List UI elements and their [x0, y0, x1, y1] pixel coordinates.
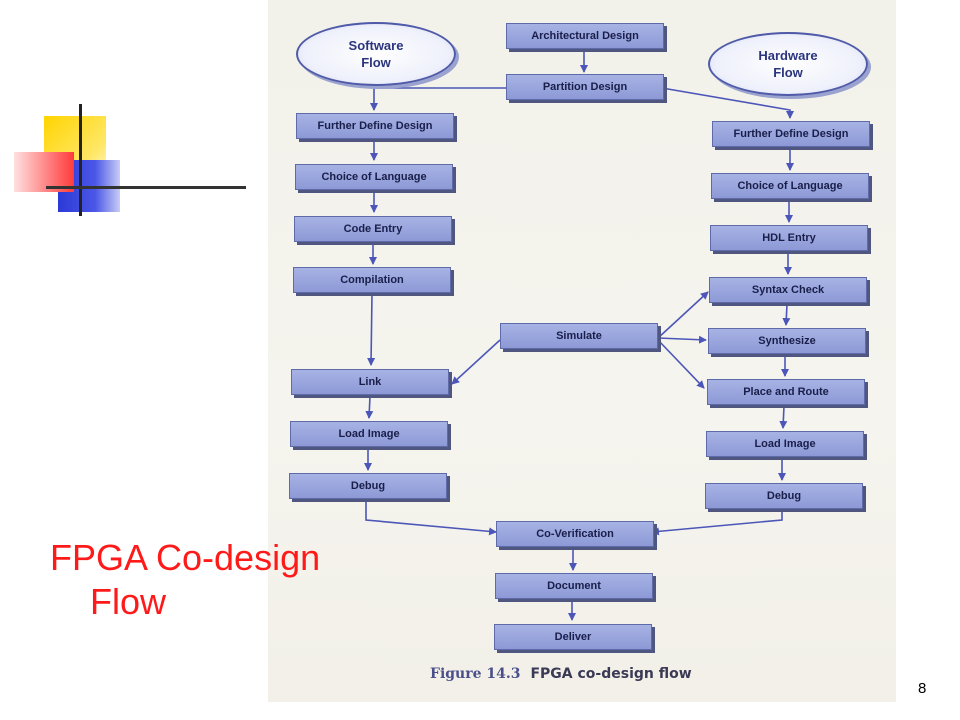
- software-oval-line2: Flow: [361, 55, 391, 70]
- sw-further-define-design-box: Further Define Design: [296, 113, 454, 139]
- hw-synthesize-box: Synthesize: [708, 328, 866, 354]
- document-box: Document: [495, 573, 653, 599]
- deliver-box: Deliver: [494, 624, 652, 650]
- hw-debug-box: Debug: [705, 483, 863, 509]
- architectural-design-box: Architectural Design: [506, 23, 664, 49]
- figure-caption-text: FPGA co-design flow: [530, 666, 692, 682]
- hw-load-image-box: Load Image: [706, 431, 864, 457]
- slide-title-line1: FPGA Co-design: [50, 537, 321, 578]
- hw-further-define-design-box: Further Define Design: [712, 121, 870, 147]
- slide-title-line2: Flow: [90, 581, 167, 622]
- co-verification-box: Co-Verification: [496, 521, 654, 547]
- hw-hdl-entry-box: HDL Entry: [710, 225, 868, 251]
- hardware-flow-oval: Hardware Flow: [708, 32, 868, 96]
- decor-horizontal-line: [46, 186, 246, 189]
- hardware-oval-line2: Flow: [773, 65, 803, 80]
- figure-caption: Figure 14.3 FPGA co-design flow: [430, 666, 692, 682]
- partition-design-box: Partition Design: [506, 74, 664, 100]
- hw-syntax-check-box: Syntax Check: [709, 277, 867, 303]
- sw-code-entry-box: Code Entry: [294, 216, 452, 242]
- sw-debug-box: Debug: [289, 473, 447, 499]
- software-flow-oval: Software Flow: [296, 22, 456, 86]
- slide-title: FPGA Co-design Flow: [50, 536, 370, 624]
- figure-caption-label: Figure 14.3: [430, 666, 521, 682]
- hw-choice-of-language-box: Choice of Language: [711, 173, 869, 199]
- hardware-oval-line1: Hardware: [758, 48, 818, 63]
- sw-link-box: Link: [291, 369, 449, 395]
- sw-load-image-box: Load Image: [290, 421, 448, 447]
- hw-place-and-route-box: Place and Route: [707, 379, 865, 405]
- decor-vertical-line: [79, 104, 82, 216]
- sw-compilation-box: Compilation: [293, 267, 451, 293]
- decor-red-square: [14, 152, 74, 192]
- simulate-box: Simulate: [500, 323, 658, 349]
- page-number: 8: [918, 680, 927, 697]
- software-oval-line1: Software: [348, 38, 404, 53]
- sw-choice-of-language-box: Choice of Language: [295, 164, 453, 190]
